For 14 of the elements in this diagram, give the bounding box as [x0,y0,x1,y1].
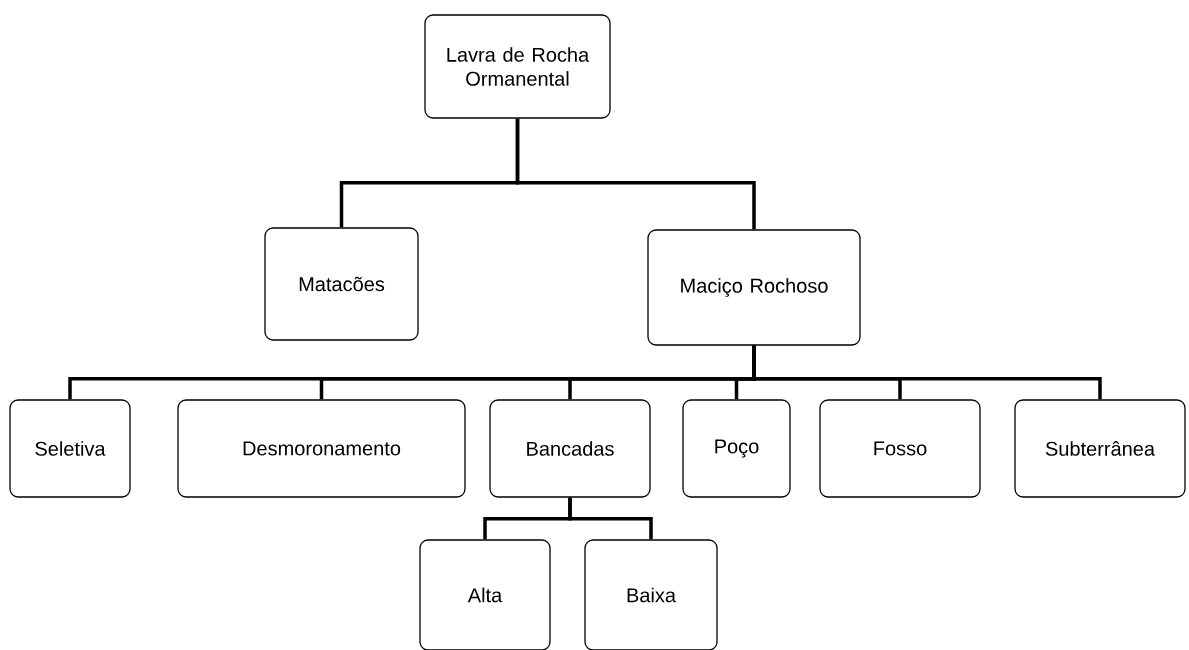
box: Matacões [264,227,419,341]
box: Seletiva [9,399,131,498]
box: Subterrânea [1014,399,1186,498]
connector-line [515,118,756,230]
box: Alta [419,539,551,650]
box: Poço [682,399,791,498]
box: Desmoronamento [177,399,466,498]
box: Lavra de Rocha Ormanental [424,14,611,119]
connector-line [568,497,653,540]
connector-line [752,345,1102,400]
box: Baixa [584,539,718,650]
box: Maciço Rochoso [647,229,861,346]
box: Bancadas [489,399,651,498]
box: Fosso [819,399,981,498]
